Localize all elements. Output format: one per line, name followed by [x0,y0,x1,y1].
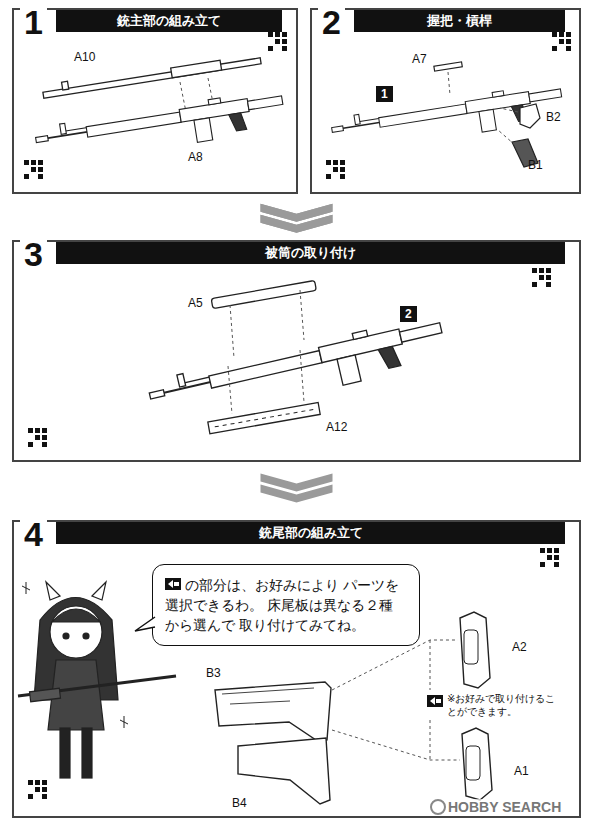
part-label: A10 [74,50,95,64]
part-label: B2 [546,110,561,124]
step-panel: 3被筒の取り付け [12,240,581,462]
step-title: 被筒の取り付け [265,244,356,262]
part-label: B1 [528,158,543,172]
step-title: 銃主部の組み立て [117,12,221,30]
part-label: A7 [412,52,427,66]
part-label: A8 [188,150,203,164]
title-band: 銃尾部の組み立て [56,522,565,544]
title-band: 握把・槓桿 [354,10,565,32]
bubble-tail [133,615,157,635]
bubble-text: の部分は、お好みにより パーツを選択できるわ。 床尾板は異なる２種から選んで 取… [165,577,399,633]
step-number: 2 [318,4,345,40]
watermark: HOBBY SEARCH [448,799,561,815]
step-number: 1 [20,4,47,40]
step-number: 4 [20,516,47,552]
step-number: 3 [20,236,47,272]
title-band: 被筒の取り付け [56,242,565,264]
flow-chevron [261,204,333,233]
title-band: 銃主部の組み立て [56,10,282,32]
part-label: B3 [206,666,221,680]
step-title: 握把・槓桿 [427,12,492,30]
part-label: A12 [326,420,347,434]
select-icon [165,578,183,591]
flow-chevron [261,474,333,503]
step-title: 銃尾部の組み立て [259,524,363,542]
callout-number: 2 [400,306,417,322]
part-label: A1 [514,764,529,778]
part-label: A2 [512,640,527,654]
step-panel: 1銃主部の組み立て [12,8,298,194]
step-panel: 4銃尾部の組み立ての部分は、お好みにより パーツを選択できるわ。 床尾板は異なる… [12,520,581,818]
part-label: B4 [232,796,247,810]
speech-bubble: の部分は、お好みにより パーツを選択できるわ。 床尾板は異なる２種から選んで 取… [152,564,420,646]
flow-chevron [261,204,333,233]
part-label: A5 [188,296,203,310]
note-text: ※お好みで取り付けることができます。 [447,692,559,718]
callout-number: 1 [376,86,393,102]
